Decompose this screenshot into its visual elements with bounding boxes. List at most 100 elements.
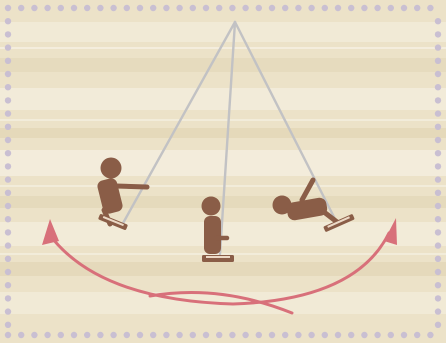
border-dot <box>97 5 103 11</box>
border-dot <box>229 332 235 338</box>
border-dot <box>229 5 235 11</box>
border-dot <box>308 332 314 338</box>
swinger-left-arm <box>116 186 147 187</box>
border-dot <box>435 190 441 196</box>
border-dot <box>5 203 11 209</box>
border-dot <box>5 242 11 248</box>
border-dot <box>5 269 11 275</box>
border-dot <box>435 137 441 143</box>
border-dot <box>242 5 248 11</box>
border-dot <box>5 332 11 338</box>
border-dot <box>435 176 441 182</box>
border-dot <box>435 163 441 169</box>
border-dot <box>150 332 156 338</box>
border-dot <box>435 150 441 156</box>
border-dot <box>435 97 441 103</box>
border-dot <box>176 5 182 11</box>
paper-stripe <box>0 58 446 72</box>
border-dot <box>335 5 341 11</box>
border-dot <box>5 18 11 24</box>
border-dot <box>124 332 130 338</box>
border-dot <box>282 332 288 338</box>
border-dot <box>190 5 196 11</box>
border-dot <box>18 5 24 11</box>
border-dot <box>5 44 11 50</box>
border-dot <box>5 31 11 37</box>
border-dot <box>5 322 11 328</box>
border-dot <box>203 5 209 11</box>
border-dot <box>203 332 209 338</box>
border-dot <box>5 5 11 11</box>
border-dot <box>242 332 248 338</box>
border-dot <box>163 332 169 338</box>
border-dot <box>435 308 441 314</box>
border-dot <box>5 97 11 103</box>
border-dot <box>414 5 420 11</box>
border-dot <box>58 332 64 338</box>
border-dot <box>5 216 11 222</box>
border-dot <box>348 332 354 338</box>
border-dot <box>31 5 37 11</box>
border-dot <box>295 332 301 338</box>
border-dot <box>18 332 24 338</box>
border-dot <box>5 308 11 314</box>
border-dot <box>295 5 301 11</box>
border-dot <box>44 5 50 11</box>
border-dot <box>435 269 441 275</box>
border-dot <box>435 322 441 328</box>
border-dot <box>5 71 11 77</box>
swinger-center-body <box>204 216 221 254</box>
swinger-left-head <box>101 158 122 179</box>
border-dot <box>256 332 262 338</box>
border-dot <box>137 5 143 11</box>
border-dot <box>435 84 441 90</box>
border-dot <box>435 203 441 209</box>
border-dot <box>5 190 11 196</box>
border-dot <box>435 242 441 248</box>
border-dot <box>256 5 262 11</box>
border-dot <box>348 5 354 11</box>
border-dot <box>163 5 169 11</box>
border-dot <box>435 18 441 24</box>
border-dot <box>5 176 11 182</box>
border-dot <box>435 295 441 301</box>
border-dot <box>435 58 441 64</box>
border-dot <box>97 332 103 338</box>
paper-stripe <box>0 22 446 42</box>
border-dot <box>401 5 407 11</box>
border-dot <box>361 332 367 338</box>
border-dot <box>216 5 222 11</box>
border-dot <box>58 5 64 11</box>
border-dot <box>150 5 156 11</box>
border-dot <box>137 332 143 338</box>
border-dot <box>5 256 11 262</box>
border-dot <box>308 5 314 11</box>
border-dot <box>435 110 441 116</box>
border-dot <box>31 332 37 338</box>
swinger-center-head <box>202 197 221 216</box>
border-dot <box>269 5 275 11</box>
border-dot <box>216 332 222 338</box>
paper-stripe <box>0 88 446 110</box>
border-dot <box>5 58 11 64</box>
border-dot <box>5 84 11 90</box>
border-dot <box>5 124 11 130</box>
border-dot <box>388 332 394 338</box>
border-dot <box>435 256 441 262</box>
border-dot <box>322 5 328 11</box>
border-dot <box>388 5 394 11</box>
border-dot <box>5 150 11 156</box>
border-dot <box>435 282 441 288</box>
border-dot <box>5 295 11 301</box>
border-dot <box>71 5 77 11</box>
border-dot <box>435 229 441 235</box>
border-dot <box>84 5 90 11</box>
border-dot <box>435 124 441 130</box>
border-dot <box>414 332 420 338</box>
border-dot <box>176 332 182 338</box>
border-dot <box>282 5 288 11</box>
paper-stripe <box>0 128 446 138</box>
